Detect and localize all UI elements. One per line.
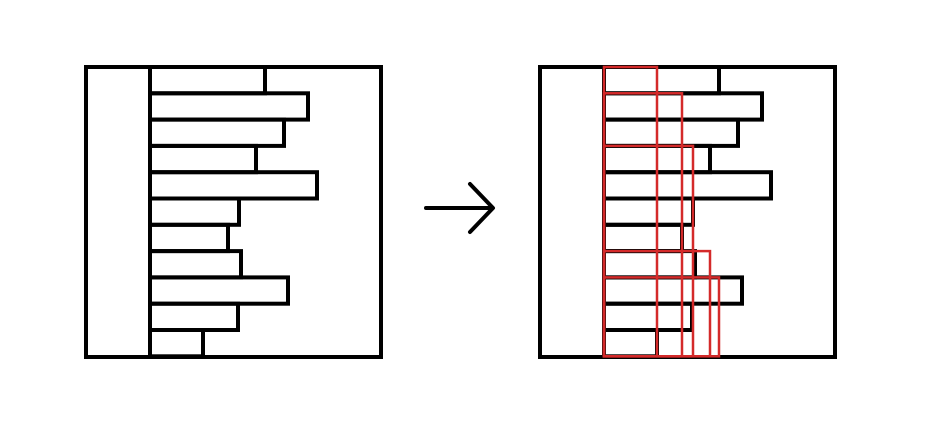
before-bar: [148, 275, 290, 306]
before-bar: [148, 328, 205, 359]
before-bar: [148, 170, 319, 201]
before-panel: [84, 65, 383, 359]
after-bar: [602, 222, 684, 254]
after-bar: [602, 328, 659, 359]
after-bar: [602, 275, 744, 306]
before-bar: [148, 117, 286, 148]
after-panel: [538, 65, 837, 359]
right-arrow-icon: [424, 182, 495, 234]
before-bar: [148, 249, 243, 280]
before-bar: [148, 143, 258, 175]
before-bar: [148, 196, 241, 227]
before-bar: [148, 91, 310, 122]
before-bar: [148, 301, 240, 333]
arrow-head: [468, 182, 495, 234]
after-bar: [602, 196, 695, 227]
before-bar: [148, 222, 230, 254]
after-bar: [602, 65, 721, 96]
after-bar: [602, 170, 773, 201]
after-frame: [538, 65, 837, 359]
before-frame: [84, 65, 383, 359]
after-bar: [602, 117, 740, 148]
highlight-rectangle: [602, 276, 721, 358]
after-bar: [602, 301, 694, 333]
before-bar: [148, 65, 267, 96]
highlight-rectangle: [602, 65, 659, 358]
